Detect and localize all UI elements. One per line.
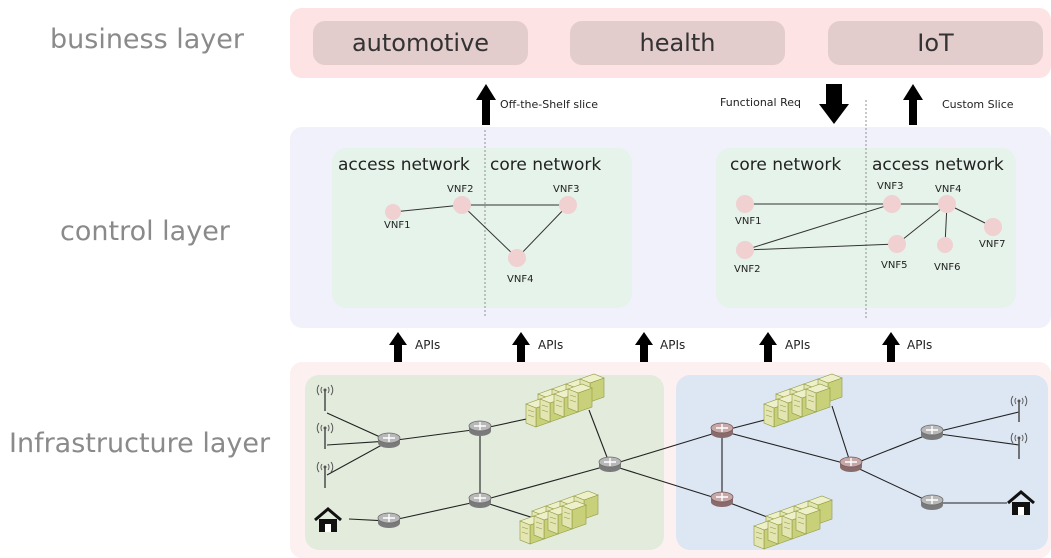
antenna-icon (1010, 395, 1028, 423)
left-core-title: core network (490, 155, 602, 175)
router-icon (377, 432, 401, 449)
arrow-up-icon (389, 332, 407, 362)
router-icon (839, 456, 863, 473)
vnf-label: VNF5 (881, 260, 907, 271)
arrow-down-icon (819, 84, 849, 124)
vnf-node (888, 235, 906, 253)
api-label-1: APIs (415, 338, 441, 352)
router-icon (920, 494, 944, 511)
arrow-up-icon (512, 332, 530, 362)
arrow-up-icon (635, 332, 653, 362)
home-icon (313, 507, 343, 534)
api-label-5: APIs (907, 338, 933, 352)
vnf-label: VNF1 (735, 216, 761, 227)
left-access-title: access network (338, 155, 470, 175)
vnf-node (559, 196, 577, 214)
vnf-node (937, 237, 953, 253)
vnf-label: VNF2 (447, 184, 473, 195)
router-icon (710, 422, 734, 439)
vertical-automotive: automotive (313, 21, 528, 65)
vnf-node (385, 204, 401, 220)
left-slice-panel (332, 148, 632, 308)
vnf-label: VNF1 (384, 220, 410, 231)
vnf-node (508, 249, 526, 267)
vnf-node (984, 218, 1002, 236)
functional-req-label: Functional Req (720, 96, 801, 109)
vnf-label: VNF3 (553, 184, 579, 195)
vnf-label: VNF3 (877, 181, 903, 192)
vnf-node (883, 195, 901, 213)
right-vnf-graph (744, 203, 994, 251)
vertical-health: health (570, 21, 785, 65)
antenna-icon (316, 384, 334, 412)
router-icon (598, 456, 622, 473)
vnf-node (736, 195, 754, 213)
router-icon (377, 512, 401, 529)
off-the-shelf-label: Off-the-Shelf slice (500, 98, 599, 111)
vertical-iot: IoT (828, 21, 1043, 65)
business-layer-label: business layer (50, 24, 244, 55)
vnf-node (453, 196, 471, 214)
router-icon (710, 491, 734, 508)
arrow-up-icon (476, 84, 496, 125)
api-label-4: APIs (785, 338, 811, 352)
vnf-label: VNF7 (979, 239, 1005, 250)
infra-links (326, 405, 1020, 522)
router-icon (920, 424, 944, 441)
vnf-node (938, 195, 956, 213)
server-rack-icon (520, 491, 598, 544)
antenna-icon (1010, 432, 1028, 460)
api-label-3: APIs (660, 338, 686, 352)
vnf-label: VNF6 (934, 262, 960, 273)
router-icon (468, 492, 492, 509)
api-label-2: APIs (538, 338, 564, 352)
home-icon (1006, 490, 1036, 517)
server-rack-icon (754, 496, 832, 549)
custom-slice-label: Custom Slice (942, 98, 1014, 111)
vnf-label: VNF2 (734, 264, 760, 275)
arrow-up-icon (903, 84, 923, 125)
right-access-title: access network (872, 155, 1004, 175)
right-core-title: core network (730, 155, 842, 175)
infrastructure-layer-label: Infrastructure layer (9, 428, 271, 459)
vnf-label: VNF4 (507, 274, 533, 285)
antenna-icon (316, 461, 334, 489)
control-layer-label: control layer (60, 216, 230, 247)
arrow-up-icon (759, 332, 777, 362)
vnf-label: VNF4 (935, 184, 961, 195)
arrow-up-icon (882, 332, 900, 362)
vnf-node (736, 241, 754, 259)
router-icon (468, 420, 492, 437)
server-rack-icon (764, 374, 842, 427)
left-vnf-graph (392, 204, 569, 259)
